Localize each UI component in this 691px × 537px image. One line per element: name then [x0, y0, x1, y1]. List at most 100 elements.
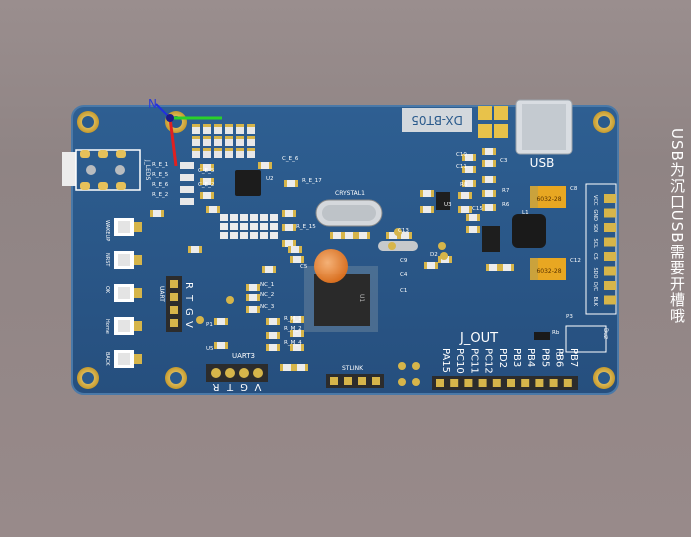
- jout-pin-label: PB5: [539, 348, 550, 367]
- component-label: NC_2: [260, 292, 274, 298]
- smd-part: [482, 204, 496, 211]
- smd-resistor: [240, 232, 248, 239]
- smd-pad: [482, 204, 485, 211]
- smd-part: [356, 232, 370, 239]
- via-pad: [438, 242, 446, 250]
- smd-pad: [367, 232, 370, 239]
- smd-part: [424, 262, 438, 269]
- smd-pad: [203, 124, 211, 127]
- smd-pad: [277, 344, 280, 351]
- button-pad: [134, 354, 142, 364]
- smd-pad: [211, 192, 214, 199]
- smd-pad: [449, 256, 452, 263]
- component-label: U2: [266, 176, 274, 182]
- smd-pad: [277, 332, 280, 339]
- smd-pad: [282, 240, 285, 247]
- button-label: Home: [104, 319, 110, 334]
- component-label: Q1: [556, 352, 564, 358]
- lcd-pin-label: VCC: [592, 195, 598, 206]
- smd-part: [420, 206, 434, 213]
- tact-button-cap: [118, 221, 130, 233]
- smd-resistor: [250, 223, 258, 230]
- smd-pad: [431, 206, 434, 213]
- smd-pad: [200, 192, 203, 199]
- smd-part: [466, 214, 480, 221]
- smd-pad: [203, 136, 211, 139]
- smd-pad: [458, 206, 461, 213]
- smd-resistor: [220, 232, 228, 239]
- smd-pad: [293, 224, 296, 231]
- smd-pad: [217, 206, 220, 213]
- stlink-header: STLINK: [326, 365, 384, 388]
- smd-part: [458, 192, 472, 199]
- component-label: D2: [430, 252, 438, 258]
- smd-part: [482, 160, 496, 167]
- smd-part: [284, 180, 298, 187]
- smd-resistor: [192, 136, 200, 146]
- smd-pad: [299, 246, 302, 253]
- smd-resistor: [180, 198, 194, 205]
- jout-pin: [436, 379, 444, 387]
- smd-part: [458, 206, 472, 213]
- smd-pad: [420, 190, 423, 197]
- jout-pin: [478, 379, 487, 387]
- smd-pad: [211, 164, 214, 171]
- smd-part: [288, 246, 302, 253]
- crystal-label: CRYSTAL1: [335, 190, 365, 197]
- smd-resistor: [260, 232, 268, 239]
- smd-part: [290, 344, 304, 351]
- smd-resistor: [270, 214, 278, 221]
- uart3-pin-label: R: [212, 381, 219, 392]
- button-pad: [134, 222, 142, 232]
- smd-pad: [458, 192, 461, 199]
- component-label: L1: [522, 210, 529, 216]
- smd-resistor: [247, 136, 255, 146]
- smd-pad: [192, 124, 200, 127]
- smd-part: [266, 344, 280, 351]
- lcd-pin: [604, 223, 616, 232]
- smd-pad: [236, 148, 244, 151]
- smd-pad: [291, 364, 294, 371]
- component-label: R_E_6: [152, 182, 169, 188]
- smd-part: [200, 192, 214, 199]
- smd-part: [246, 294, 260, 301]
- via-pad: [196, 316, 204, 324]
- smd-pad: [435, 262, 438, 269]
- smd-pad: [301, 330, 304, 337]
- component-label: R_E_1: [152, 162, 168, 168]
- smd-pad: [497, 264, 500, 271]
- component-label: NC_3: [260, 304, 275, 310]
- smd-pad: [482, 190, 485, 197]
- lcd-header: [585, 183, 617, 315]
- board-name-label: DX-BT05: [411, 113, 463, 127]
- component-label: C12: [570, 258, 581, 264]
- smd-pad: [493, 204, 496, 211]
- axis-label: N: [148, 97, 157, 111]
- component-label: C5: [300, 264, 308, 270]
- smd-pad: [305, 364, 308, 371]
- jout-pin-label: PA15: [440, 348, 451, 373]
- smd-pad: [257, 284, 260, 291]
- smd-pad: [262, 266, 265, 273]
- transistor-q1: [534, 332, 550, 340]
- smd-pad: [150, 210, 153, 217]
- smd-pad: [246, 294, 249, 301]
- via-pad: [398, 378, 406, 386]
- lcd-pin: [604, 194, 616, 203]
- smd-pad: [225, 148, 233, 151]
- smd-resistor: [230, 223, 238, 230]
- smd-resistor: [225, 136, 233, 146]
- smd-pad: [284, 180, 287, 187]
- buz-label: Buz: [602, 328, 609, 339]
- smd-part: [280, 364, 294, 371]
- smd-pad: [192, 148, 200, 151]
- smd-resistor: [180, 174, 194, 181]
- smd-pad: [301, 344, 304, 351]
- smd-part: [200, 178, 214, 185]
- smd-pad: [211, 178, 214, 185]
- orange-marker: [314, 249, 348, 283]
- smd-part: [282, 240, 296, 247]
- component-label: C10: [456, 152, 467, 158]
- usb-slot-note: USB为沉口USB需要开槽哦: [668, 128, 686, 324]
